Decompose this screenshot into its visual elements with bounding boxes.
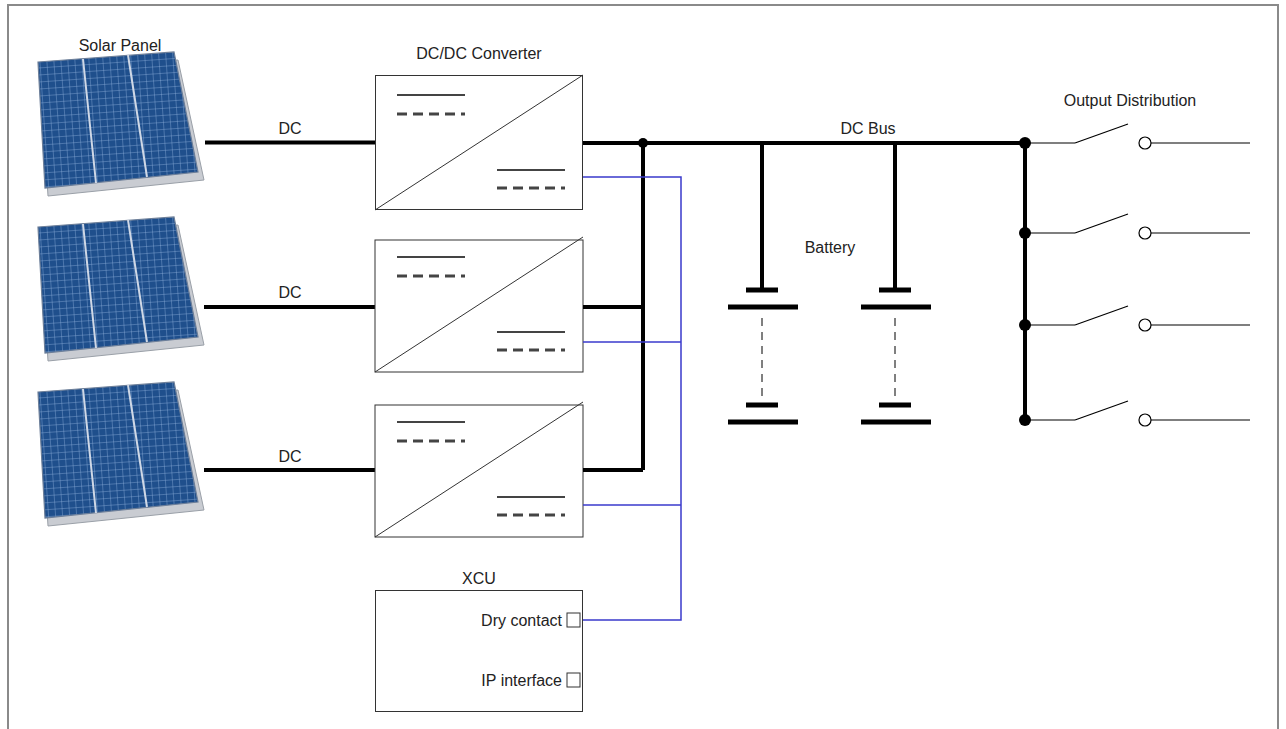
output-switch <box>1025 124 1250 426</box>
control-wire <box>583 177 681 620</box>
wire-label: DC <box>278 447 301 467</box>
converter-heading: DC/DC Converter <box>376 44 582 64</box>
frame <box>8 5 1278 729</box>
battery-symbol <box>728 143 931 422</box>
dc-bus <box>583 143 1025 470</box>
junction-dot <box>1019 137 1031 426</box>
control-wire <box>583 342 681 505</box>
port-square <box>567 613 580 687</box>
converter-box: DC/DC Converter <box>375 75 583 210</box>
solar-panel-illustration <box>38 52 204 526</box>
bus-label: DC Bus <box>840 119 895 139</box>
solar-panel: Solar Panel <box>35 58 205 190</box>
dc-wire <box>205 141 375 145</box>
panel-heading: Solar Panel <box>35 36 205 56</box>
wire-label: DC <box>278 283 301 303</box>
component-label: Battery <box>805 238 856 258</box>
dc-wire <box>204 307 375 470</box>
port-label: Dry contact <box>481 611 562 631</box>
control-unit-box: XCUDry contactIP interface <box>375 590 583 712</box>
junction-dot <box>638 138 648 148</box>
unit-heading: XCU <box>376 569 582 589</box>
section-label: Output Distribution <box>1064 91 1197 111</box>
wire-label: DC <box>278 119 301 139</box>
converter-symbol <box>375 75 583 537</box>
port-label: IP interface <box>481 671 562 691</box>
